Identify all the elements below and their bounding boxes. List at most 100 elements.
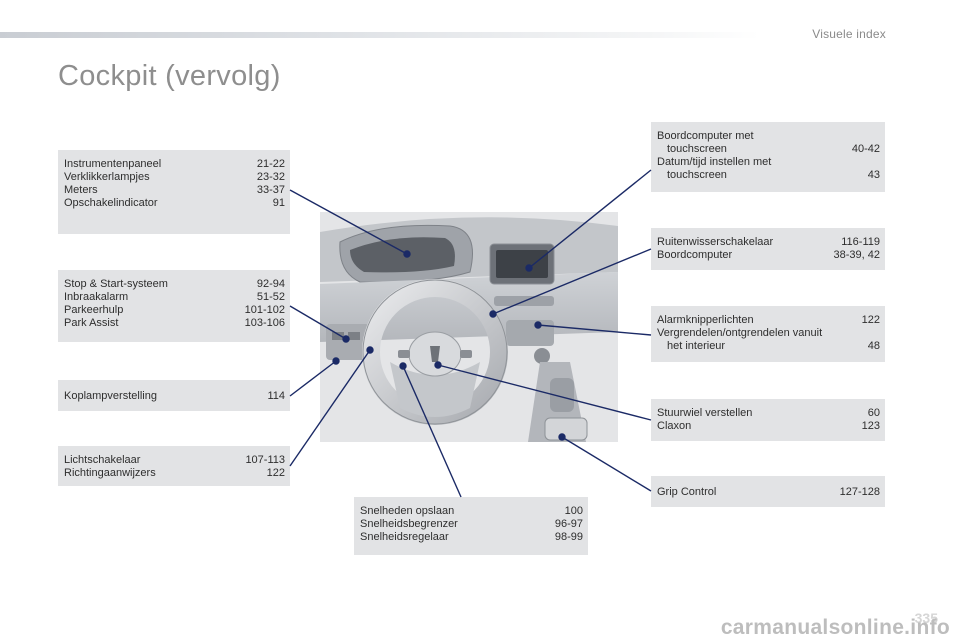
callout-label: Opschakelindicator (64, 197, 158, 210)
callout-label: Snelheidsregelaar (360, 531, 449, 544)
callout-label: Claxon (657, 420, 691, 433)
callout-row: Richtingaanwijzers 122 (64, 467, 285, 480)
callout-label-text: Boordcomputer met (657, 130, 754, 142)
callout-label-text: Verklikkerlampjes (64, 171, 150, 183)
callout-label: Snelheden opslaan (360, 505, 454, 518)
callout-label-text: Instrumentenpaneel (64, 158, 162, 170)
callout-page-ref: 96-97 (554, 518, 583, 530)
callout-label: Boordcomputer (657, 249, 732, 262)
callout-label-continued: het interieur (667, 340, 726, 352)
callout-label-text: Koplampverstelling (64, 390, 157, 402)
callout-label-text: Ruitenwisserschakelaar (657, 236, 774, 248)
callout-label-text: Boordcomputer (657, 249, 733, 261)
callout-row: Inbraakalarm 51-52 (64, 291, 285, 304)
callout-label: Stop & Start-systeem (64, 278, 168, 291)
callout-label-text: Stop & Start-systeem (64, 278, 168, 290)
callout-label: Richtingaanwijzers (64, 467, 156, 480)
callout-page-ref: 122 (861, 314, 880, 326)
page-title: Cockpit (vervolg) (58, 60, 281, 92)
callout-label-text: Inbraakalarm (64, 291, 129, 303)
callout-page-ref: 91 (272, 197, 285, 209)
callout-row: Boordcomputer 38-39, 42 (657, 249, 880, 262)
callout-label-text: Datum/tijd instellen met (657, 156, 772, 168)
callout-label-text: Richtingaanwijzers (64, 467, 156, 479)
callout-page-ref: 123 (861, 420, 880, 432)
callout-label: Stuurwiel verstellen (657, 407, 752, 420)
callout-grip-control: Grip Control 127-128 (651, 476, 885, 507)
callout-page-ref: 122 (266, 467, 285, 479)
callout-label-text: Lichtschakelaar (64, 454, 141, 466)
callout-label: Alarmknipperlichten (657, 314, 754, 327)
callout-page-ref: 127-128 (839, 486, 880, 498)
callout-page-ref: 103-106 (244, 317, 285, 329)
section-title: Visuele index (812, 27, 886, 41)
callout-label-text: Stuurwiel verstellen (657, 407, 753, 419)
callout-page-ref: 98-99 (554, 531, 583, 543)
callout-page-ref: 60 (867, 407, 880, 419)
callout-row: Grip Control 127-128 (657, 486, 880, 499)
callout-page-ref: 21-22 (256, 158, 285, 170)
callout-page-ref: 38-39, 42 (833, 249, 880, 261)
callout-row: Snelheidsbegrenzer 96-97 (360, 518, 583, 531)
callout-label: Instrumentenpaneel (64, 158, 161, 171)
cockpit-illustration (320, 212, 618, 442)
callout-label-text: Parkeerhulp (64, 304, 124, 316)
callout-label: Verklikkerlampjes (64, 171, 150, 184)
callout-page-ref: 33-37 (256, 184, 285, 196)
callout-page-ref: 43 (867, 169, 880, 181)
callout-row: Stuurwiel verstellen 60 (657, 407, 880, 420)
callout-label: Meters (64, 184, 98, 197)
callout-label-text: Vergrendelen/ontgrendelen vanuit (657, 327, 823, 339)
callout-label: Snelheidsbegrenzer (360, 518, 458, 531)
callout-label: Koplampverstelling (64, 390, 157, 403)
callout-row: Snelheden opslaan 100 (360, 505, 583, 518)
callout-row: Verklikkerlampjes 23-32 (64, 171, 285, 184)
callout-row: Alarmknipperlichten 122 (657, 314, 880, 327)
callout-label-text: Grip Control (657, 486, 717, 498)
page-number: 335 (914, 610, 938, 626)
callout-label: Lichtschakelaar (64, 454, 140, 467)
callout-label-text: Snelheidsbegrenzer (360, 518, 458, 530)
watermark: carmanualsonline.info (720, 616, 950, 639)
callout-label-continued: touchscreen (667, 143, 727, 155)
callout-row: Instrumentenpaneel 21-22 (64, 158, 285, 171)
callout-label-continued: touchscreen (667, 169, 727, 181)
callout-label-text: Alarmknipperlichten (657, 314, 754, 326)
callout-label-text: Snelheden opslaan (360, 505, 455, 517)
callout-label: Park Assist (64, 317, 118, 330)
callout-row: Lichtschakelaar 107-113 (64, 454, 285, 467)
callout-row: Snelheidsregelaar 98-99 (360, 531, 583, 544)
callout-label: Ruitenwisserschakelaar (657, 236, 773, 249)
callout-label-text: Claxon (657, 420, 692, 432)
callout-row: Meters 33-37 (64, 184, 285, 197)
callout-page-ref: 23-32 (256, 171, 285, 183)
callout-page-ref: 51-52 (256, 291, 285, 303)
callout-label: Parkeerhulp (64, 304, 123, 317)
callout-page-ref: 100 (564, 505, 583, 517)
callout-label-text: Snelheidsregelaar (360, 531, 449, 543)
callout-label-text: Meters (64, 184, 98, 196)
callout-page-ref: 40-42 (851, 143, 880, 155)
callout-label: Grip Control (657, 486, 716, 499)
callout-row: Stop & Start-systeem 92-94 (64, 278, 285, 291)
callout-page-ref: 92-94 (256, 278, 285, 290)
callout-page-ref: 107-113 (245, 454, 285, 466)
callout-label: Inbraakalarm (64, 291, 128, 304)
callout-label-text: Park Assist (64, 317, 119, 329)
callout-row: Opschakelindicator 91 (64, 197, 285, 210)
